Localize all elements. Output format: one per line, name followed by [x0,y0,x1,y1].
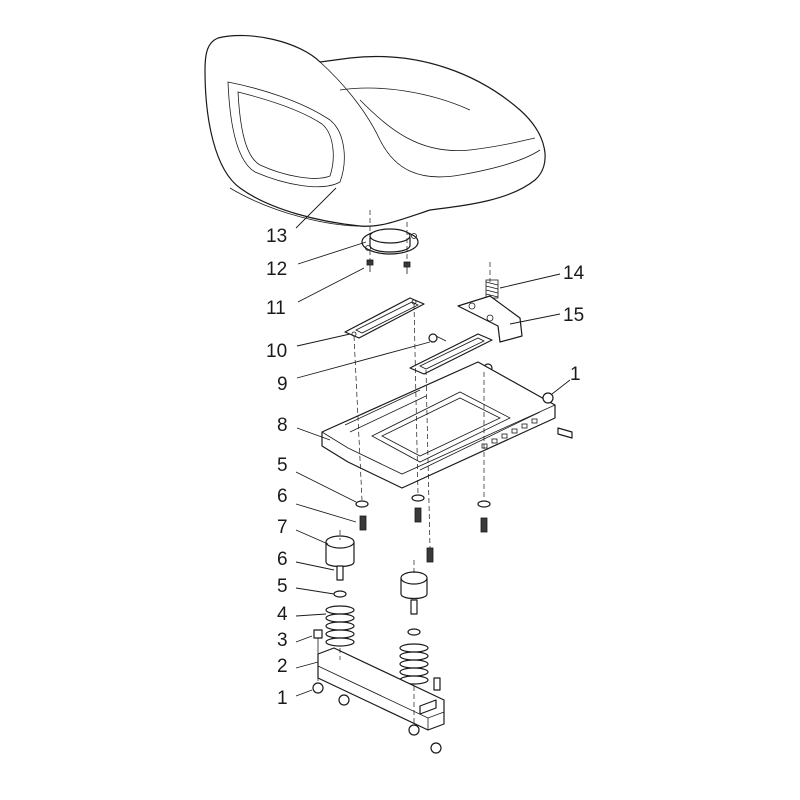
base-channel [317,647,445,731]
slide-rail-10 [344,297,425,339]
callout-1-lower: 1 [277,688,288,709]
callout-6-lower: 6 [277,549,288,570]
alignment-lines [317,210,491,724]
callout-12: 12 [266,259,287,280]
callout-2: 2 [277,656,288,677]
hardware-upper [355,494,491,563]
hardware-lower [333,565,421,636]
callout-14: 14 [563,263,585,284]
bumper-left [325,535,355,568]
callout-6-upper: 6 [277,486,288,507]
callout-13: 13 [266,226,287,247]
callout-5-lower: 5 [277,576,288,597]
bracket-15 [457,295,523,343]
seat-cushion [204,34,546,227]
callout-11: 11 [266,298,286,319]
nuts-lower [312,682,442,754]
leader-lines [295,187,571,697]
callout-15: 15 [563,305,584,326]
callout-4: 4 [277,604,288,625]
callout-3: 3 [277,630,288,651]
bumper-right [400,571,428,600]
spring-right [399,643,429,685]
adjust-slots [481,418,538,449]
callout-labels: 13 12 11 10 9 14 15 1 8 5 6 7 6 5 4 3 2 … [266,226,585,709]
callout-1-upper: 1 [570,364,581,385]
callout-9: 9 [277,374,288,395]
seat-plate [321,361,573,489]
callout-10: 10 [266,341,287,362]
callout-8: 8 [277,415,288,436]
callout-7: 7 [277,517,288,538]
screws-11 [366,259,411,274]
seat-switch [361,228,419,255]
callout-5-upper: 5 [277,455,288,476]
spring-left [325,605,355,647]
spring-14 [485,279,499,299]
